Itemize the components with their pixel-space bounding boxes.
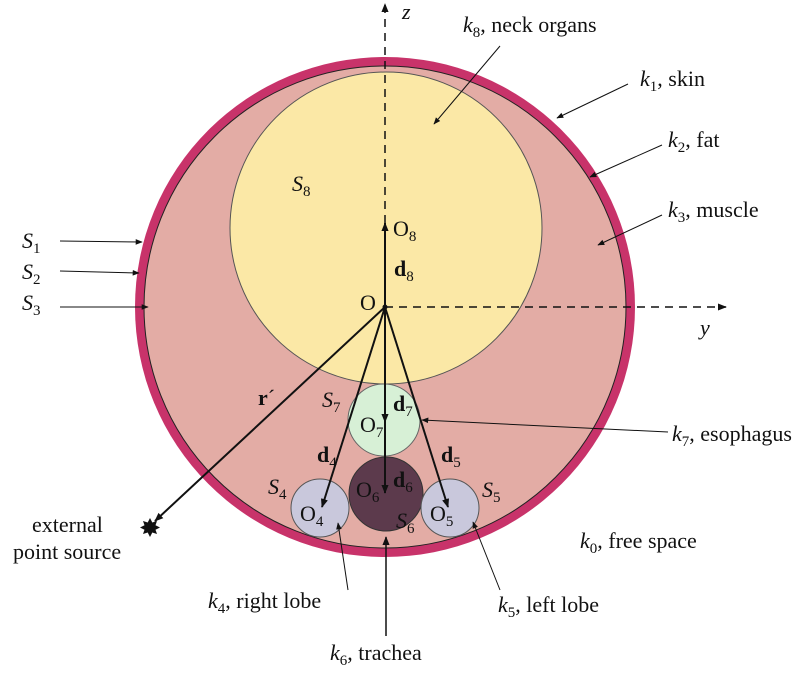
origin-dot	[382, 304, 388, 310]
surface-S3: S3	[22, 290, 41, 319]
vector-d8: d8	[394, 256, 414, 285]
leader-S2	[59, 270, 140, 276]
label-fat: k2, fat	[668, 127, 719, 156]
origin-O8: O8	[393, 216, 416, 245]
point-source-icon	[140, 518, 160, 537]
leader-right-lobe	[336, 522, 349, 591]
label-muscle: k3, muscle	[668, 197, 759, 226]
leader-neck-organs	[433, 45, 501, 125]
origin-O7: O7	[360, 412, 384, 441]
origin-O5: O5	[430, 501, 453, 530]
leader-esophagus	[421, 417, 669, 433]
leader-S1	[59, 239, 143, 245]
z-axis-label: z	[401, 0, 411, 24]
vector-d4: d4	[317, 442, 337, 471]
leader-muscle	[597, 214, 663, 246]
vector-d7: d7	[393, 391, 413, 420]
surface-S7: S7	[322, 387, 341, 416]
label-right-lobe: k4, right lobe	[208, 588, 321, 617]
leader-skin	[556, 83, 629, 119]
surface-S1: S1	[22, 228, 41, 257]
surface-S8: S8	[292, 171, 311, 200]
d5-vector	[384, 306, 450, 508]
origin-O: O	[360, 290, 376, 315]
label-left-lobe: k5, left lobe	[498, 592, 599, 621]
leader-fat	[589, 144, 663, 178]
label-esophagus: k7, esophagus	[672, 421, 792, 450]
vector-d6: d6	[393, 467, 413, 496]
left-lobe-region	[420, 478, 480, 538]
label-trachea: k6, trachea	[330, 640, 422, 669]
label-skin: k1, skin	[640, 66, 705, 95]
d4-vector	[320, 306, 386, 508]
vector-r-prime: r´	[258, 385, 275, 410]
surface-S2: S2	[22, 259, 41, 288]
surface-S5: S5	[482, 477, 501, 506]
label-free-space: k0, free space	[580, 528, 697, 557]
y-axis-label: y	[698, 315, 710, 340]
origin-O4: O4	[300, 501, 324, 530]
source-label-line2: point source	[13, 539, 121, 564]
source-label-line1: external	[32, 512, 103, 537]
vector-d5: d5	[441, 442, 461, 471]
leader-left-lobe	[472, 521, 501, 591]
right-lobe-region	[290, 478, 350, 538]
label-neck-organs: k8, neck organs	[463, 12, 597, 41]
r-prime-vector	[154, 306, 386, 522]
surface-S4: S4	[268, 474, 287, 503]
origin-O6: O6	[356, 477, 380, 506]
surface-S6: S6	[396, 508, 415, 537]
